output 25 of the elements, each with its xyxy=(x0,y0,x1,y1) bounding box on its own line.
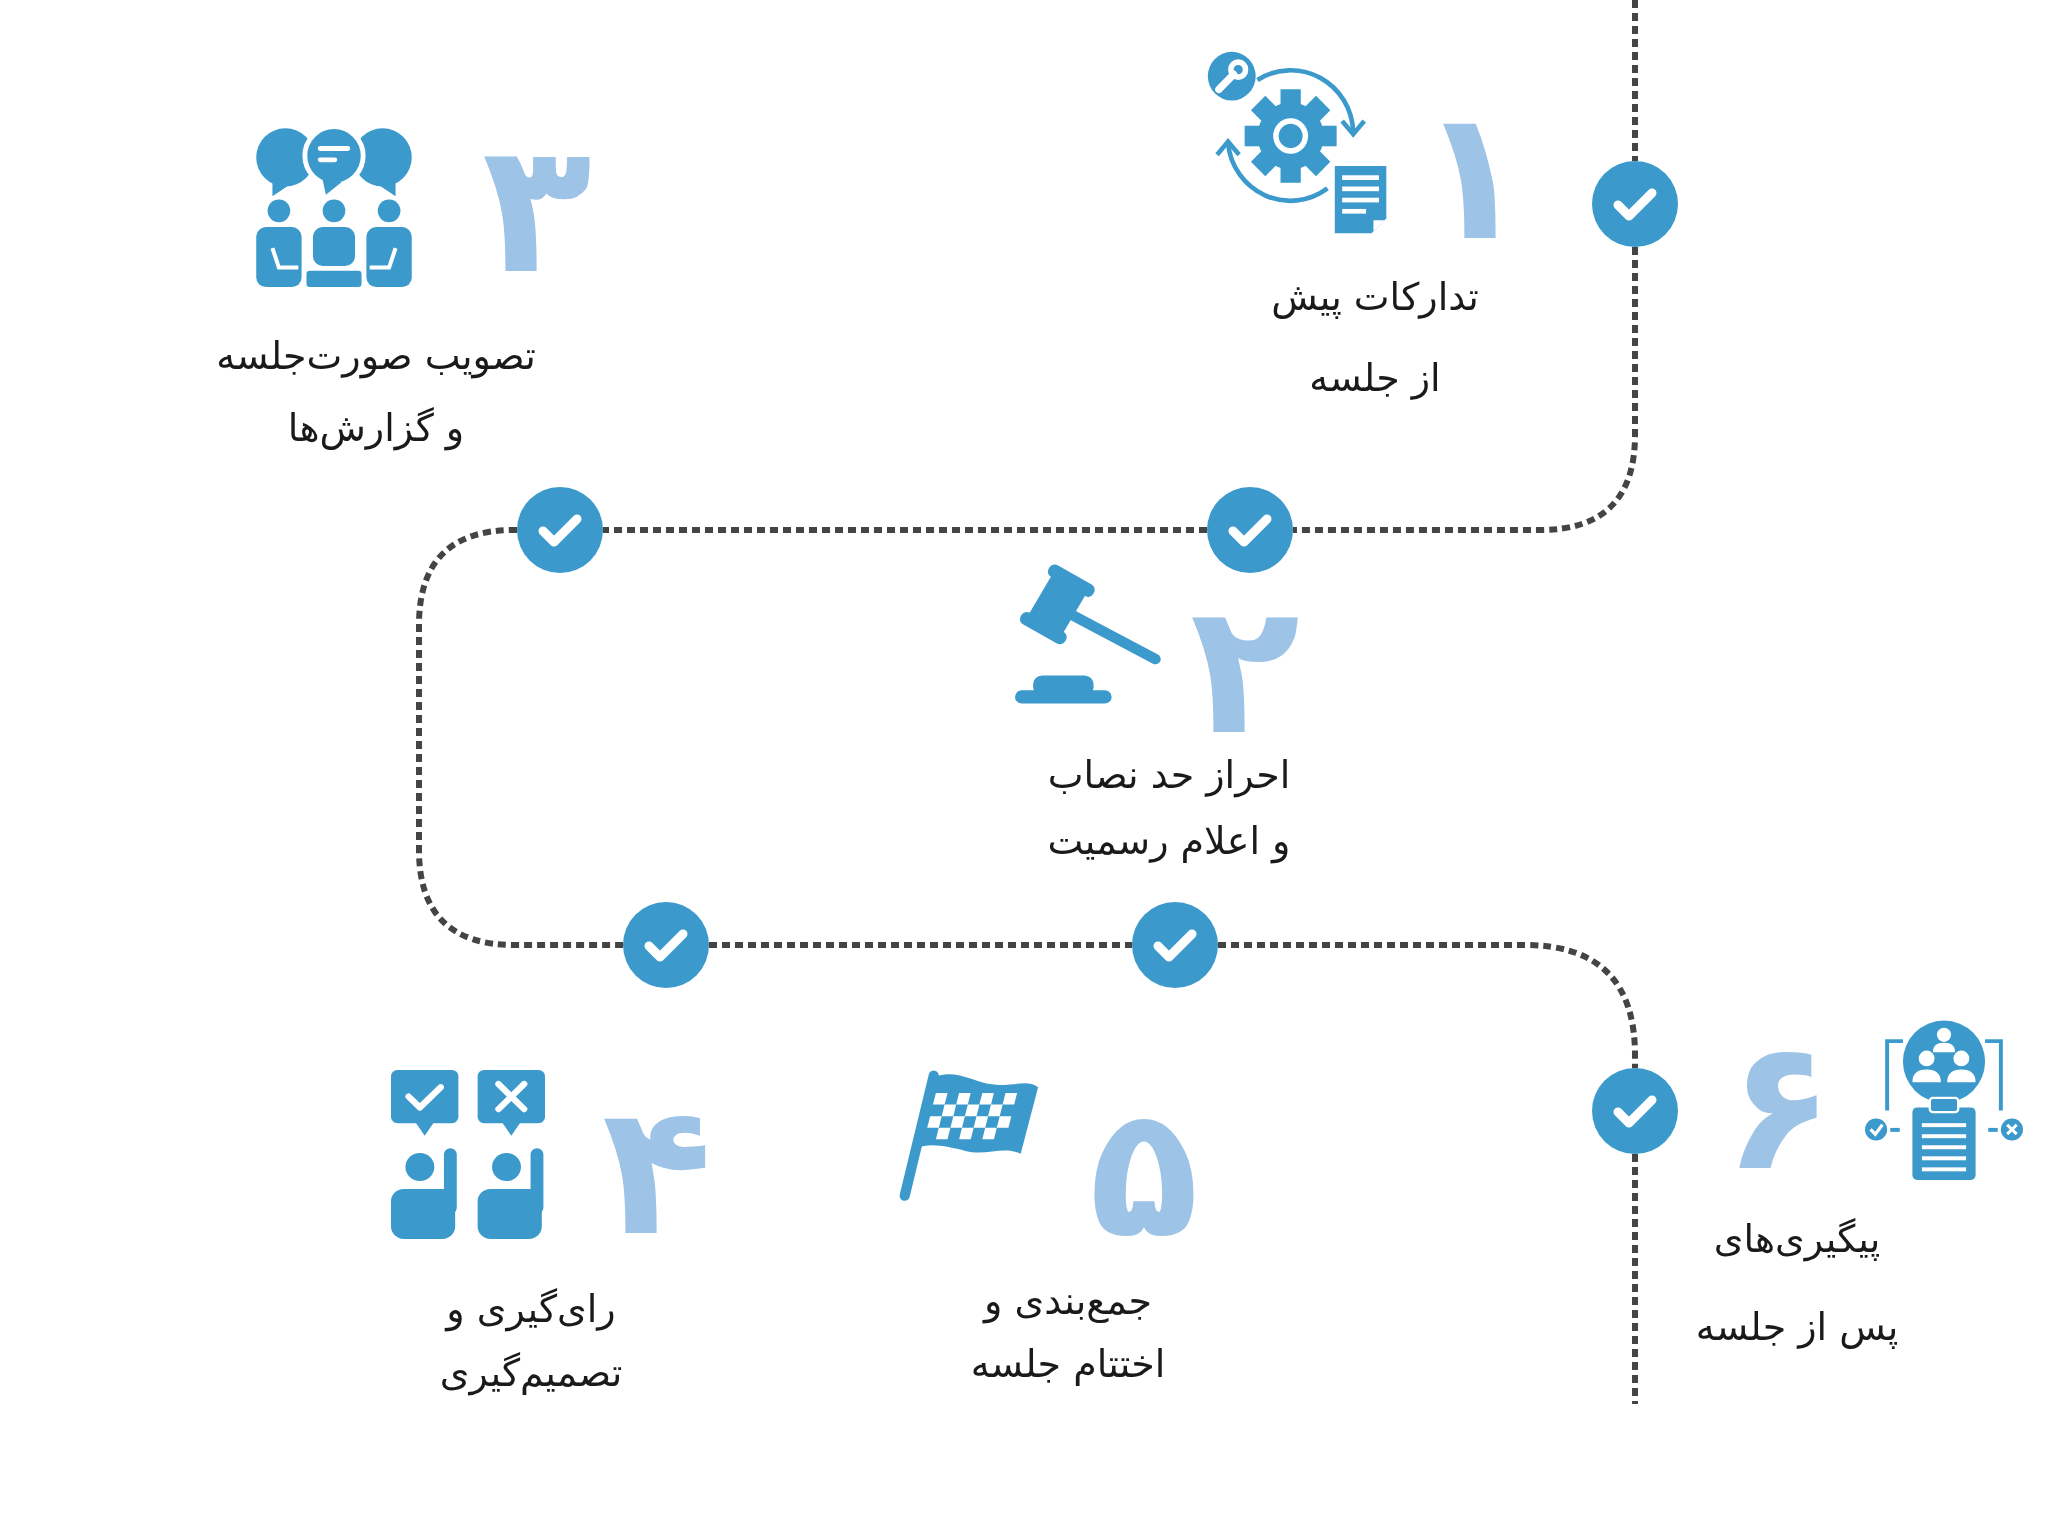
dotted-path xyxy=(1632,0,1638,161)
step-title: تصویب صورت‌جلسه و گزارش‌ها xyxy=(215,333,537,453)
step-title: پیگیری‌های پس از جلسه xyxy=(1694,1216,1900,1351)
check-circle-icon xyxy=(1592,161,1678,247)
step-number: ۴ xyxy=(602,1093,712,1247)
step-title: جمع‌بندی و اختتام جلسه xyxy=(969,1278,1167,1388)
dotted-path xyxy=(1218,942,1638,1068)
step-number: ۵ xyxy=(1089,1095,1199,1249)
step-number: ۱ xyxy=(1418,98,1528,252)
step-number: ۶ xyxy=(1724,1028,1834,1182)
step-number: ۲ xyxy=(1190,592,1300,746)
step-number: ۳ xyxy=(482,131,592,285)
check-circle-icon xyxy=(623,902,709,988)
dotted-path xyxy=(1632,1154,1638,1404)
check-circle-icon xyxy=(1592,1068,1678,1154)
step-title: احراز حد نصاب و اعلام رسمیت xyxy=(1046,752,1292,866)
dotted-path xyxy=(709,942,1132,948)
step-title: تدارکات پیش از جلسه xyxy=(1270,274,1480,402)
check-circle-icon xyxy=(517,487,603,573)
step-title: رای‌گیری و تصمیم‌گیری xyxy=(438,1286,624,1398)
check-circle-icon xyxy=(1132,902,1218,988)
dotted-path xyxy=(416,527,623,948)
check-circle-icon xyxy=(1207,487,1293,573)
dotted-path xyxy=(1293,247,1638,533)
dotted-path xyxy=(603,527,1207,533)
